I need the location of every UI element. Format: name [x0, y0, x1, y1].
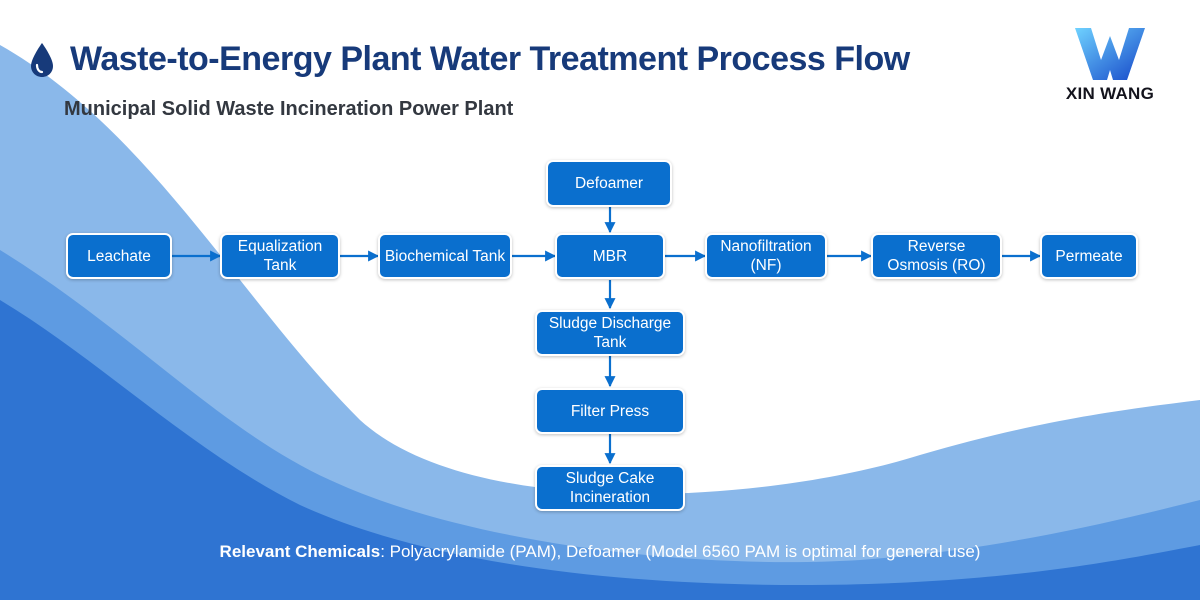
- node-permeate: Permeate: [1040, 233, 1138, 279]
- xin-wang-logo-icon: [1075, 28, 1145, 80]
- light-wave: [0, 45, 1200, 600]
- node-leachate: Leachate: [66, 233, 172, 279]
- node-filter-press: Filter Press: [535, 388, 685, 434]
- relevant-chemicals-label: Relevant Chemicals: [219, 542, 381, 561]
- node-sludge-cake-incineration: Sludge Cake Incineration: [535, 465, 685, 511]
- logo-text: XIN WANG: [1065, 84, 1155, 103]
- page-subtitle: Municipal Solid Waste Incineration Power…: [64, 98, 514, 120]
- title-row: Waste-to-Energy Plant Water Treatment Pr…: [28, 40, 910, 79]
- node-nanofiltration: Nanofiltration (NF): [705, 233, 827, 279]
- node-reverse-osmosis: Reverse Osmosis (RO): [871, 233, 1002, 279]
- water-drop-icon: [31, 42, 53, 77]
- page-title: Waste-to-Energy Plant Water Treatment Pr…: [70, 40, 910, 78]
- node-mbr: MBR: [555, 233, 665, 279]
- dark-wave: [0, 300, 1200, 600]
- node-sludge-discharge-tank: Sludge Discharge Tank: [535, 310, 685, 356]
- brand-logo: XIN WANG: [1050, 24, 1170, 104]
- node-equalization-tank: Equalization Tank: [220, 233, 340, 279]
- relevant-chemicals-text: : Polyacrylamide (PAM), Defoamer (Model …: [380, 542, 981, 561]
- node-defoamer: Defoamer: [546, 160, 672, 207]
- relevant-chemicals-note: Relevant Chemicals: Polyacrylamide (PAM)…: [0, 542, 1200, 562]
- node-biochemical-tank: Biochemical Tank: [378, 233, 512, 279]
